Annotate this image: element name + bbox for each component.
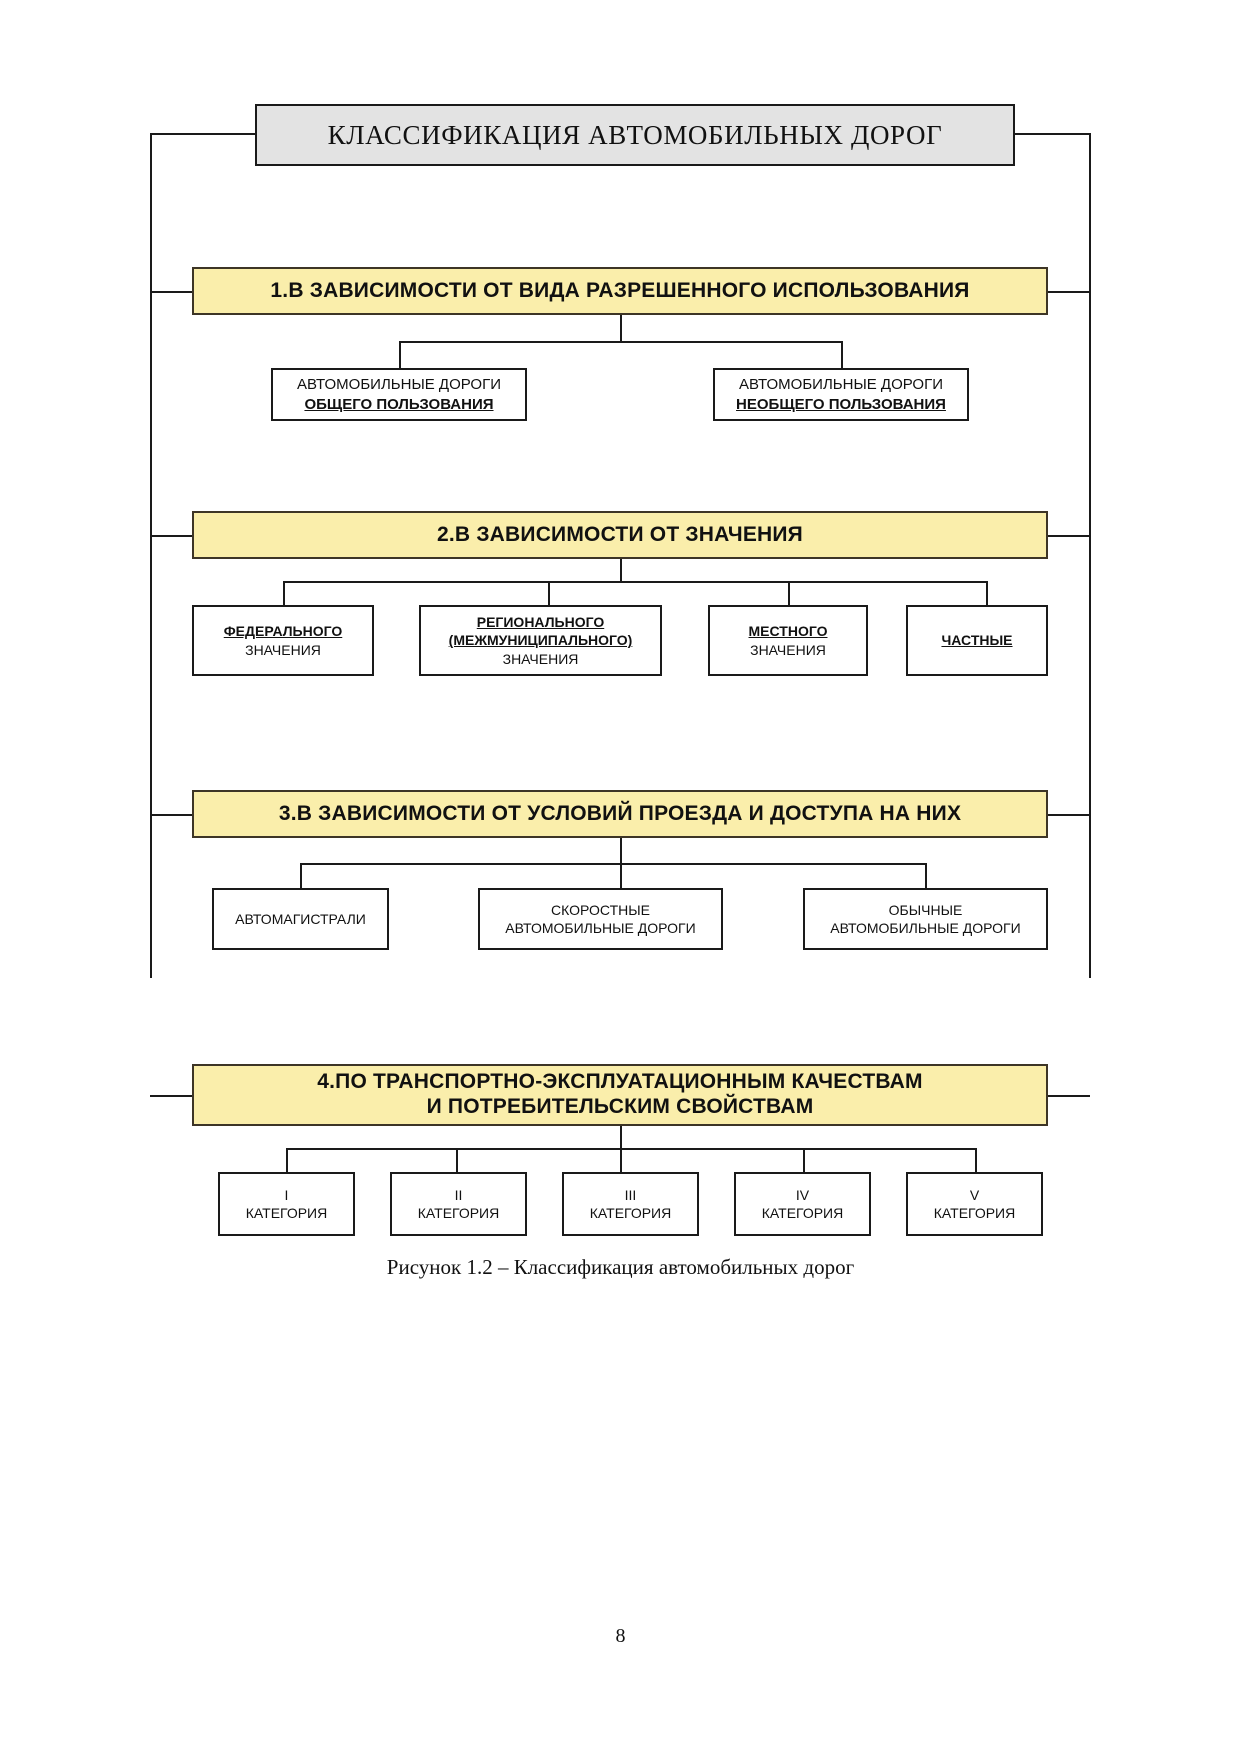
leaf-s4-c5[interactable]: V КАТЕГОРИЯ (906, 1172, 1043, 1236)
leaf-line-2: КАТЕГОРИЯ (933, 1205, 1016, 1221)
s4-drop-3 (620, 1148, 622, 1172)
section-bar-1[interactable]: 1.В ЗАВИСИМОСТИ ОТ ВИДА РАЗРЕШЕННОГО ИСП… (192, 267, 1048, 315)
figure-caption: Рисунок 1.2 – Классификация автомобильны… (386, 1255, 855, 1279)
leaf-line-1: ОБЫЧНЫЕ (888, 901, 963, 918)
leaf-s4-c4[interactable]: IV КАТЕГОРИЯ (734, 1172, 871, 1236)
s4-drop-1 (286, 1148, 288, 1172)
s1-drop-2 (841, 341, 843, 368)
leaf-line-2: ЗНАЧЕНИЯ (750, 641, 826, 658)
s1-trunk (620, 315, 622, 341)
title-left-stub (150, 133, 255, 135)
s2-drop-2 (548, 581, 550, 605)
s3-drop-1 (300, 863, 302, 888)
spine-connector-s4-left (150, 1095, 192, 1097)
leaf-line-1: МЕСТНОГО (748, 623, 828, 640)
leaf-line-1: III (624, 1186, 637, 1203)
leaf-line-2: КАТЕГОРИЯ (245, 1205, 328, 1221)
leaf-line-1: СКОРОСТНЫЕ (551, 901, 650, 918)
leaf-s1-c2[interactable]: АВТОМОБИЛЬНЫЕ ДОРОГИ НЕОБЩЕГО ПОЛЬЗОВАНИ… (713, 368, 969, 421)
s3-trunk (620, 838, 622, 863)
diagram-title-text: КЛАССИФИКАЦИЯ АВТОМОБИЛЬНЫХ ДОРОГ (327, 119, 943, 150)
spine-connector-s2-right (1048, 535, 1090, 537)
section-3-label: 3.В ЗАВИСИМОСТИ ОТ УСЛОВИЙ ПРОЕЗДА И ДОС… (278, 801, 962, 825)
s2-trunk (620, 559, 622, 581)
s3-bus (300, 863, 925, 865)
leaf-line-2: КАТЕГОРИЯ (761, 1205, 844, 1221)
s4-drop-5 (975, 1148, 977, 1172)
leaf-line-2: КАТЕГОРИЯ (589, 1205, 672, 1221)
s2-drop-1 (283, 581, 285, 605)
leaf-s1-c1[interactable]: АВТОМОБИЛЬНЫЕ ДОРОГИ ОБЩЕГО ПОЛЬЗОВАНИЯ (271, 368, 527, 421)
leaf-line-2: НЕОБЩЕГО ПОЛЬЗОВАНИЯ (736, 395, 946, 413)
leaf-line-1: I (284, 1186, 289, 1203)
s3-drop-2 (620, 863, 622, 888)
s4-drop-4 (803, 1148, 805, 1172)
s1-drop-1 (399, 341, 401, 368)
leaf-line-1: V (969, 1186, 980, 1203)
page-number: 8 (615, 1625, 626, 1647)
leaf-line-1: РЕГИОНАЛЬНОГО (476, 613, 605, 630)
section-1-label: 1.В ЗАВИСИМОСТИ ОТ ВИДА РАЗРЕШЕННОГО ИСП… (270, 278, 970, 302)
leaf-s4-c2[interactable]: II КАТЕГОРИЯ (390, 1172, 527, 1236)
section-4-label-line-2: И ПОТРЕБИТЕЛЬСКИМ СВОЙСТВАМ (426, 1095, 814, 1118)
leaf-s2-c3[interactable]: МЕСТНОГО ЗНАЧЕНИЯ (708, 605, 868, 676)
leaf-line-2: КАТЕГОРИЯ (417, 1205, 500, 1221)
leaf-line-1: ЧАСТНЫЕ (941, 632, 1013, 649)
spine-connector-s3-right (1048, 814, 1090, 816)
leaf-line-2: ЗНАЧЕНИЯ (245, 641, 321, 658)
leaf-line-1: АВТОМАГИСТРАЛИ (235, 910, 366, 927)
leaf-line-1: ФЕДЕРАЛЬНОГО (223, 623, 343, 640)
leaf-line-1: АВТОМОБИЛЬНЫЕ ДОРОГИ (739, 375, 943, 393)
leaf-line-1: II (454, 1186, 463, 1203)
leaf-line-1: IV (795, 1186, 810, 1203)
s2-bus (283, 581, 986, 583)
section-4-label-line-1: 4.ПО ТРАНСПОРТНО-ЭКСПЛУАТАЦИОННЫМ КАЧЕСТ… (317, 1070, 923, 1094)
s4-bus (286, 1148, 975, 1150)
section-2-label: 2.В ЗАВИСИМОСТИ ОТ ЗНАЧЕНИЯ (437, 522, 803, 546)
leaf-s2-c1[interactable]: ФЕДЕРАЛЬНОГО ЗНАЧЕНИЯ (192, 605, 374, 676)
leaf-s2-c2[interactable]: РЕГИОНАЛЬНОГО (МЕЖМУНИЦИПАЛЬНОГО) ЗНАЧЕН… (419, 605, 662, 676)
leaf-line-2: АВТОМОБИЛЬНЫЕ ДОРОГИ (505, 920, 696, 936)
spine-connector-s1-left (150, 291, 192, 293)
s1-bus (399, 341, 842, 343)
section-bar-3[interactable]: 3.В ЗАВИСИМОСТИ ОТ УСЛОВИЙ ПРОЕЗДА И ДОС… (192, 790, 1048, 838)
leaf-line-2: АВТОМОБИЛЬНЫЕ ДОРОГИ (830, 920, 1021, 936)
leaf-line-1: АВТОМОБИЛЬНЫЕ ДОРОГИ (297, 375, 501, 393)
section-bar-2[interactable]: 2.В ЗАВИСИМОСТИ ОТ ЗНАЧЕНИЯ (192, 511, 1048, 559)
s4-trunk (620, 1126, 622, 1148)
s4-drop-2 (456, 1148, 458, 1172)
leaf-s3-c1[interactable]: АВТОМАГИСТРАЛИ (212, 888, 389, 950)
spine-connector-s2-left (150, 535, 192, 537)
diagram-title: КЛАССИФИКАЦИЯ АВТОМОБИЛЬНЫХ ДОРОГ (255, 104, 1015, 166)
leaf-line-2: ОБЩЕГО ПОЛЬЗОВАНИЯ (304, 395, 494, 413)
s2-drop-4 (986, 581, 988, 605)
leaf-line-2: (МЕЖМУНИЦИПАЛЬНОГО) (448, 632, 633, 649)
leaf-s2-c4[interactable]: ЧАСТНЫЕ (906, 605, 1048, 676)
s3-drop-3 (925, 863, 927, 888)
leaf-line-3: ЗНАЧЕНИЯ (502, 650, 579, 667)
section-bar-4[interactable]: 4.ПО ТРАНСПОРТНО-ЭКСПЛУАТАЦИОННЫМ КАЧЕСТ… (192, 1064, 1048, 1126)
leaf-s3-c2[interactable]: СКОРОСТНЫЕ АВТОМОБИЛЬНЫЕ ДОРОГИ (478, 888, 723, 950)
spine-connector-s1-right (1048, 291, 1090, 293)
spine-left-vertical (150, 133, 152, 978)
s2-drop-3 (788, 581, 790, 605)
leaf-s4-c1[interactable]: I КАТЕГОРИЯ (218, 1172, 355, 1236)
spine-right-vertical (1089, 133, 1091, 978)
leaf-s3-c3[interactable]: ОБЫЧНЫЕ АВТОМОБИЛЬНЫЕ ДОРОГИ (803, 888, 1048, 950)
spine-connector-s4-right (1048, 1095, 1090, 1097)
spine-connector-s3-left (150, 814, 192, 816)
title-right-stub (1014, 133, 1090, 135)
leaf-s4-c3[interactable]: III КАТЕГОРИЯ (562, 1172, 699, 1236)
